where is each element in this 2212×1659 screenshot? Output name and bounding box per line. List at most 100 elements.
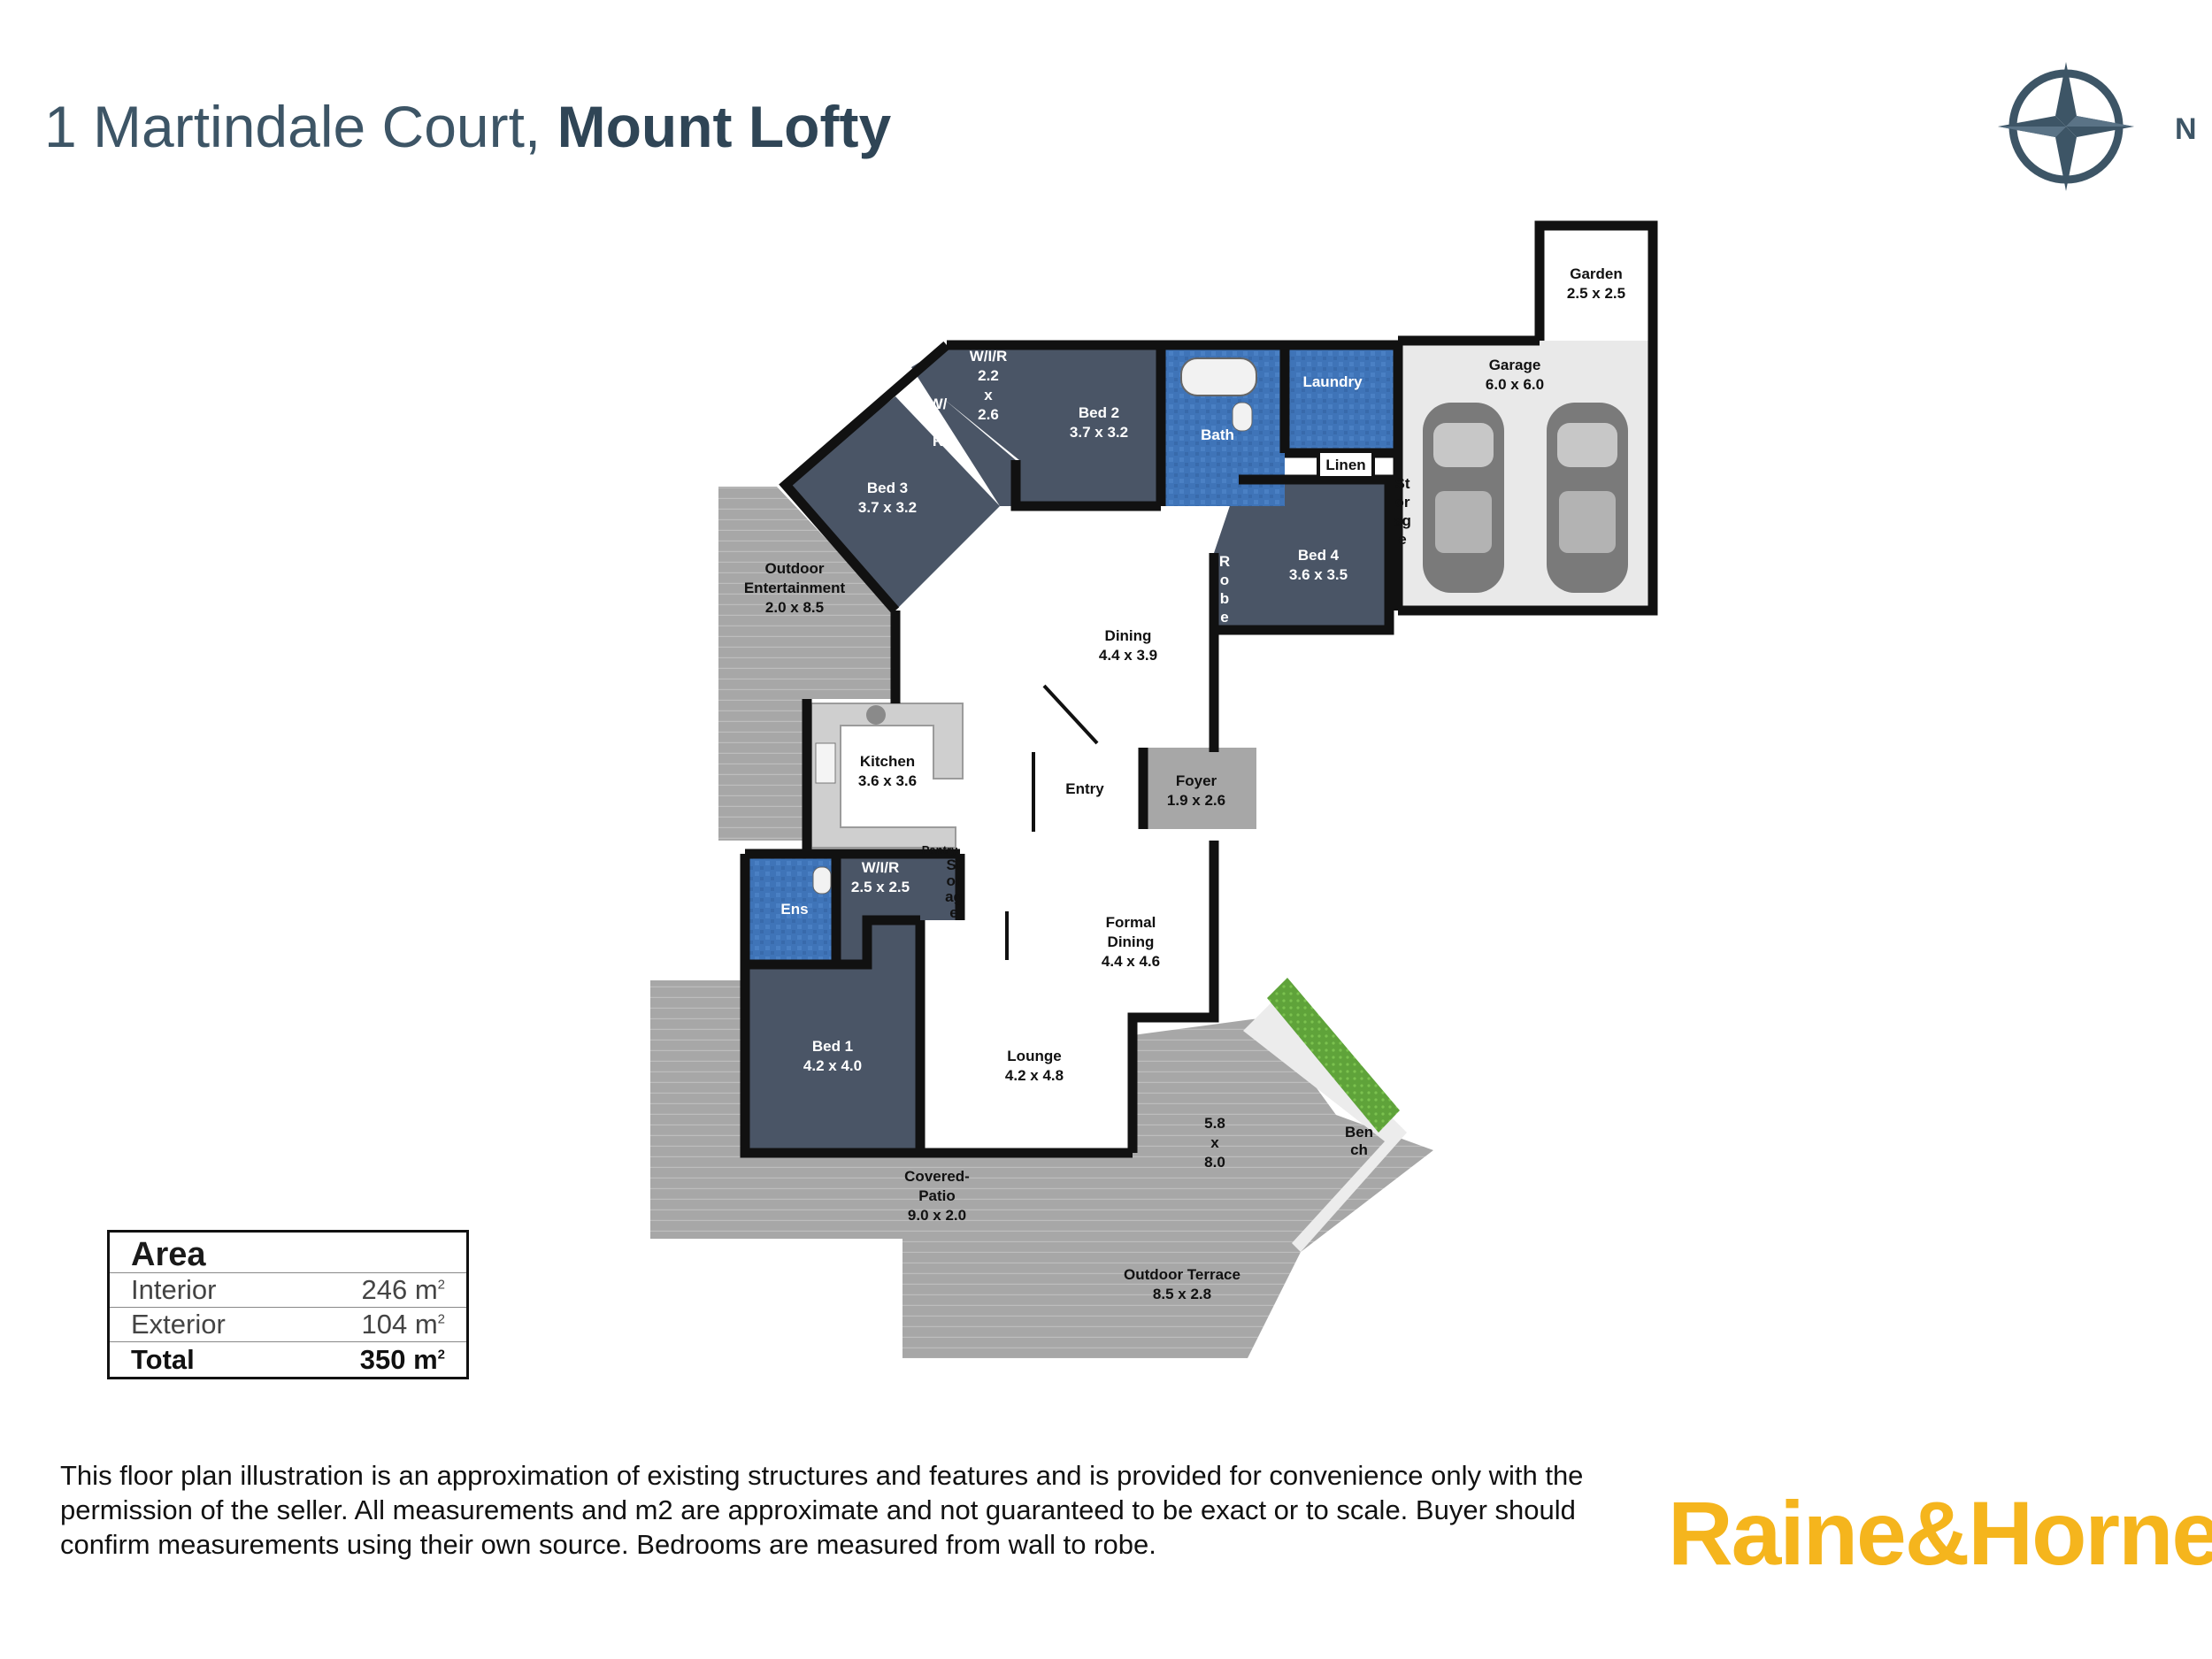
- bed4-floor: [1214, 480, 1389, 630]
- kitchen-storage-l2: or: [947, 872, 962, 889]
- raine-horne-logo: Raine&Horne®: [1668, 1482, 2212, 1586]
- car-left-icon: [1423, 403, 1504, 593]
- deck-l2: x: [1210, 1134, 1219, 1151]
- robe-l4: e: [1220, 609, 1228, 626]
- garage-storage-l1: St: [1395, 475, 1410, 492]
- outdoor-terrace-name: Outdoor Terrace: [1124, 1266, 1240, 1283]
- garage-storage-l3: ag: [1394, 512, 1411, 529]
- bed3-dims: 3.7 x 3.2: [858, 499, 917, 516]
- area-value: 350 m2: [359, 1343, 445, 1375]
- covered-patio-deck: [650, 980, 1133, 1239]
- north-label: N: [2175, 112, 2197, 146]
- covered-patio-dims: 9.0 x 2.0: [908, 1207, 966, 1224]
- outdoor-terrace-dims: 8.5 x 2.8: [1153, 1286, 1211, 1302]
- bed3-name: Bed 3: [867, 480, 908, 496]
- walls: [740, 220, 1658, 1158]
- wir-small-name-b: I/: [933, 414, 942, 431]
- kitchen-dims: 3.6 x 3.6: [858, 772, 917, 789]
- internal-lines: [1005, 684, 1099, 960]
- bathtub-icon: [1180, 357, 1257, 396]
- linen-cupboard: [1317, 449, 1375, 480]
- deck-l3: 8.0: [1204, 1154, 1225, 1171]
- area-value: 246 m2: [361, 1274, 445, 1305]
- wir-top-dims-a: 2.2: [978, 367, 999, 384]
- dining-dims: 4.4 x 3.9: [1099, 647, 1157, 664]
- outdoor-ent-l1: Outdoor: [764, 560, 824, 577]
- garden-name: Garden: [1570, 265, 1623, 282]
- garden-floor: [1540, 226, 1653, 341]
- wir-small-floor: [911, 347, 1016, 506]
- robe-l1: R: [1219, 553, 1230, 570]
- area-row-total: Total 350 m2: [110, 1342, 466, 1377]
- formal-dining-l1: Formal: [1106, 914, 1156, 931]
- pantry-name: Pantry: [922, 843, 958, 856]
- lounge-name: Lounge: [1007, 1048, 1061, 1064]
- garage-dims: 6.0 x 6.0: [1486, 376, 1544, 393]
- compass-rose-icon: N: [1998, 62, 2197, 191]
- formal-dining-dims: 4.4 x 4.6: [1102, 953, 1160, 970]
- foyer-dims: 1.9 x 2.6: [1167, 792, 1225, 809]
- bed2-name: Bed 2: [1079, 404, 1119, 421]
- address-street: 1 Martindale Court,: [44, 94, 557, 159]
- area-row-exterior: Exterior 104 m2: [110, 1308, 466, 1342]
- area-label: Interior: [131, 1274, 217, 1305]
- bed2-dims: 3.7 x 3.2: [1070, 424, 1128, 441]
- laundry-floor: [1285, 347, 1398, 453]
- area-table: Area Interior 246 m2 Exterior 104 m2 Tot…: [107, 1230, 469, 1379]
- wir-small-name-a: W/: [929, 396, 948, 412]
- kitchen-storage-l3: ag: [945, 888, 963, 905]
- outdoor-ent-l2: Entertainment: [744, 580, 846, 596]
- bed3-floor: [786, 396, 1000, 611]
- garage-name: Garage: [1489, 357, 1541, 373]
- outdoor-terrace-deck: [902, 1018, 1433, 1358]
- wir-top-floor: [945, 347, 1019, 460]
- garden-dims: 2.5 x 2.5: [1567, 285, 1625, 302]
- area-label: Exterior: [131, 1309, 226, 1340]
- outdoor-entertainment-deck: [718, 487, 894, 841]
- kitchen-storage-l1: St: [947, 856, 962, 873]
- car-right-icon: [1547, 403, 1628, 593]
- address-suburb: Mount Lofty: [557, 94, 892, 159]
- covered-patio-l2: Patio: [918, 1187, 956, 1204]
- wir-small-name-c: R: [933, 433, 943, 449]
- bed1-dims: 4.2 x 4.0: [803, 1057, 862, 1074]
- brand-name: Raine&Horne: [1668, 1483, 2212, 1584]
- outdoor-ent-dims: 2.0 x 8.5: [765, 599, 824, 616]
- wir-bed1-name: W/I/R: [862, 859, 900, 876]
- page-title: 1 Martindale Court, Mount Lofty: [44, 93, 891, 160]
- robe-l3: b: [1220, 590, 1229, 607]
- foyer-floor: [1143, 748, 1256, 829]
- kitchen-sink-icon: [815, 742, 836, 784]
- garage-storage-l4: e: [1398, 531, 1406, 548]
- deck-l1: 5.8: [1204, 1115, 1225, 1132]
- bath-name: Bath: [1201, 426, 1234, 443]
- garage-storage-l2: or: [1395, 494, 1410, 511]
- kitchen-storage-l4: e: [949, 904, 957, 921]
- laundry-name: Laundry: [1302, 373, 1363, 390]
- toilet-icon: [1232, 402, 1253, 432]
- kitchen-name: Kitchen: [860, 753, 915, 770]
- grass-strip: [1267, 978, 1400, 1133]
- robe-l2: o: [1220, 572, 1229, 588]
- ens-toilet-icon: [812, 866, 832, 895]
- bench-l2: ch: [1350, 1141, 1368, 1158]
- bed2-floor: [1019, 347, 1161, 506]
- wir-bed1-dims: 2.5 x 2.5: [851, 879, 910, 895]
- wir-top-name: W/I/R: [970, 348, 1008, 365]
- wir-top-dims-b: 2.6: [978, 406, 999, 423]
- bed1-name: Bed 1: [812, 1038, 853, 1055]
- area-label: Total: [131, 1343, 195, 1375]
- entry-name: Entry: [1065, 780, 1104, 797]
- bed4-dims: 3.6 x 3.5: [1289, 566, 1348, 583]
- area-heading: Area: [110, 1233, 466, 1273]
- foyer-name: Foyer: [1176, 772, 1217, 789]
- cooktop-icon: [866, 705, 886, 725]
- ens-name: Ens: [780, 901, 808, 918]
- area-value: 104 m2: [361, 1309, 445, 1340]
- kitchen-bench: [810, 703, 964, 849]
- bench-l1: Ben: [1345, 1124, 1373, 1141]
- disclaimer-text: This floor plan illustration is an appro…: [60, 1460, 1584, 1560]
- area-row-interior: Interior 246 m2: [110, 1273, 466, 1308]
- covered-patio-l1: Covered-: [904, 1168, 970, 1185]
